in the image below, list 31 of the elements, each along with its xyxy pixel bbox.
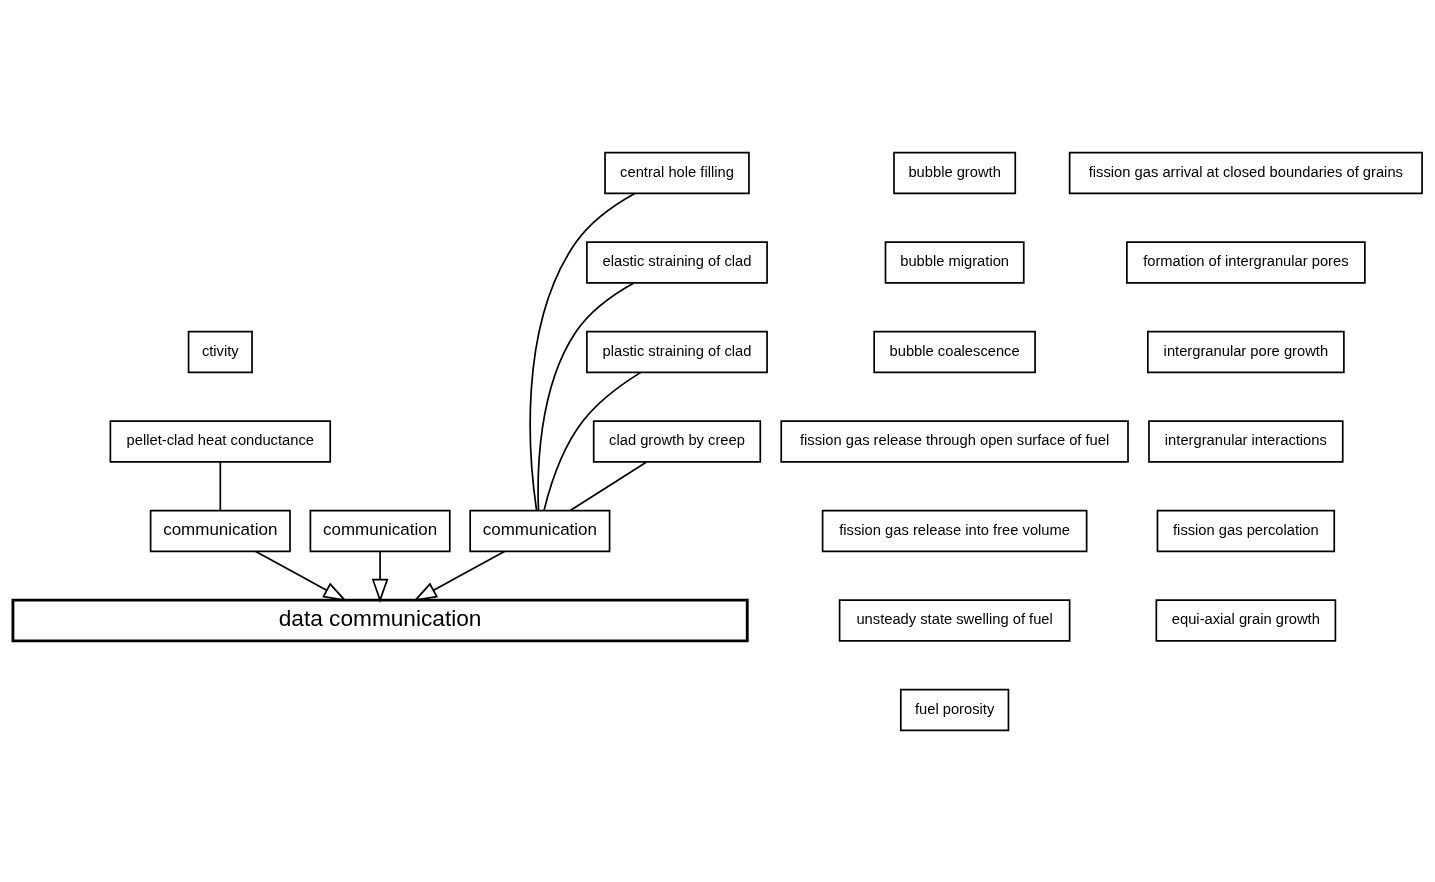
node-box: formation of intergranular pores (1126, 240, 1366, 284)
node-box: ctivity (187, 330, 253, 373)
arrow (371, 550, 389, 603)
node-box: fission gas arrival at closed boundaries of grains (1068, 151, 1423, 194)
node-box: bubble coalescence (873, 330, 1036, 373)
node-box: communication (469, 509, 611, 552)
node-box: fuel porosity (899, 688, 1010, 731)
arrow (254, 550, 347, 601)
node-box: intergranular interactions (1148, 419, 1344, 463)
node-box: equi-axial grain growth (1155, 598, 1337, 642)
node-box: elastic straining of clad (586, 240, 768, 284)
connector (219, 460, 222, 511)
node-box: intergranular pore growth (1147, 330, 1345, 373)
connector (543, 371, 642, 511)
node-box: fission gas release into free volume (821, 509, 1088, 552)
connector (569, 460, 648, 511)
node-box: bubble growth (893, 151, 1017, 194)
connector (529, 192, 636, 511)
node-box: unsteady state swelling of fuel (838, 598, 1071, 642)
node-box: central hole filling (604, 151, 750, 194)
arrow (413, 550, 506, 601)
node-box: fission gas percolation (1156, 509, 1336, 552)
node-box: clad growth by creep (592, 419, 762, 463)
node-box: plastic straining of clad (586, 330, 768, 373)
node-box: pellet-clad heat conductance (109, 419, 332, 463)
connector (537, 281, 635, 511)
node-box: communication (309, 509, 451, 552)
node-box: communication (149, 509, 291, 552)
node-box: data communication (11, 598, 749, 642)
node-box: fission gas release through open surface of fuel (780, 419, 1129, 463)
node-box: bubble migration (884, 240, 1025, 284)
